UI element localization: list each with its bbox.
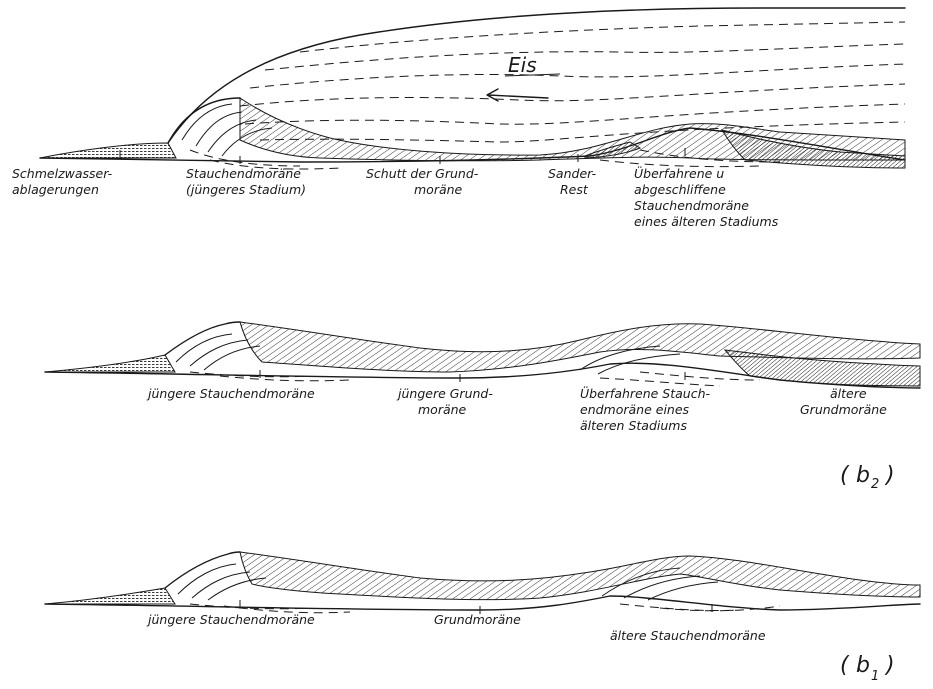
panel-tag-b1: ( b 1 ) — [840, 653, 895, 684]
label-overridden-3: Stauchendmoräne — [634, 198, 749, 213]
label-sander-2: Rest — [560, 182, 589, 197]
ice-flow-arrow — [487, 89, 548, 101]
panel-tag-b2: ( b 2 ) — [840, 463, 895, 492]
ice-label: Eis — [508, 53, 537, 77]
label-meltwater-1: Schmelzwasser- — [12, 166, 113, 181]
label-older-ground-moraine-1: ältere — [830, 386, 867, 401]
label-overridden-1: Überfahrene u — [634, 165, 724, 181]
label-overridden-b2-2: endmoräne eines — [580, 402, 690, 417]
meltwater-deposits-b2 — [45, 355, 175, 372]
label-overridden-b2-3: älteren Stadiums — [580, 418, 687, 433]
label-younger-push-moraine-b1: jüngere Stauchendmoräne — [146, 612, 315, 627]
panel-b2: jüngere Stauchendmoräne jüngere Grund- m… — [45, 322, 920, 492]
ice-flow-lines — [240, 22, 905, 142]
svg-text:(: ( — [840, 463, 850, 488]
label-younger-push-moraine-b2: jüngere Stauchendmoräne — [146, 386, 315, 401]
meltwater-deposits-a — [40, 143, 176, 158]
panel-tag-b2-sub: 2 — [871, 477, 879, 492]
panel-tag-b2-letter: b — [856, 463, 870, 488]
svg-text:(: ( — [840, 653, 850, 678]
label-overridden-4: eines älteren Stadiums — [634, 214, 779, 229]
label-push-moraine-1: Stauchendmoräne — [186, 166, 301, 181]
svg-text:): ) — [884, 463, 895, 488]
meltwater-deposits-b1 — [45, 588, 175, 604]
label-younger-ground-moraine-1: jüngere Grund- — [396, 386, 493, 401]
label-younger-ground-moraine-2: moräne — [418, 402, 467, 417]
label-older-push-moraine-b1: ältere Stauchendmoräne — [610, 628, 766, 643]
label-meltwater-2: ablagerungen — [12, 182, 99, 197]
svg-text:): ) — [884, 653, 895, 678]
label-debris-1: Schutt der Grund- — [366, 166, 479, 181]
label-sander-1: Sander- — [548, 166, 597, 181]
label-older-ground-moraine-2: Grundmoräne — [800, 402, 887, 417]
panel-tag-b1-sub: 1 — [871, 669, 879, 684]
ground-moraine-band-b1 — [240, 552, 920, 600]
panel-b1: jüngere Stauchendmoräne Grundmoräne älte… — [45, 552, 920, 684]
label-overridden-2: abgeschliffene — [634, 182, 726, 197]
label-ground-moraine-b1: Grundmoräne — [434, 612, 521, 627]
label-overridden-b2-1: Überfahrene Stauch- — [580, 385, 711, 401]
label-push-moraine-2: (jüngeres Stadium) — [186, 182, 306, 197]
panel-a: Eis Schmel — [12, 8, 905, 229]
panel-tag-b1-letter: b — [856, 653, 870, 678]
label-debris-2: moräne — [414, 182, 463, 197]
